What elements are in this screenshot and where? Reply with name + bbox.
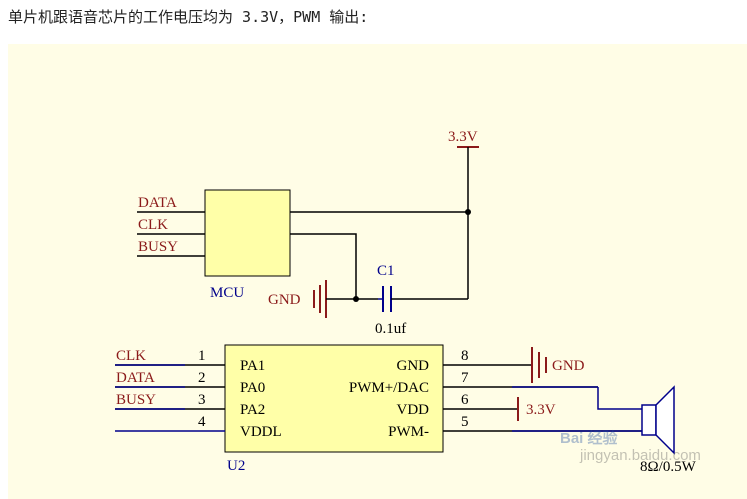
pin-number: 3 [198,392,206,408]
gnd-label: GND [268,292,301,308]
pin-name: PWM+/DAC [349,380,429,396]
caption: 单片机跟语音芯片的工作电压均为 3.3V，PWM 输出: [8,8,369,26]
pin-number: 7 [461,370,469,386]
net-label-mcu-busy: BUSY [138,239,178,255]
pin-name: VDD [397,402,430,418]
net-label-u2-clk: CLK [116,348,146,364]
pin-name: GND [397,358,430,374]
pin-number: 6 [461,392,469,408]
pin-number: 1 [198,348,206,364]
pin-name: PA0 [240,380,265,396]
pin-name: PA1 [240,358,265,374]
pin-number: 8 [461,348,469,364]
speaker-cone [655,385,675,455]
u2-ref: U2 [227,458,245,474]
pin-number: 5 [461,414,469,430]
speaker-rating: 8Ω/0.5W [640,459,697,475]
watermark: Bai 经验 jingyan.baidu.com [560,429,701,464]
net-label-mcu-data: DATA [138,195,177,211]
junction-gnd [353,296,359,302]
net-label-u2-data: DATA [116,370,155,386]
pin-name: VDDL [240,424,282,440]
u2-body [224,344,444,453]
mcu-ref: MCU [210,285,244,301]
pin-name: PA2 [240,402,265,418]
watermark-url: jingyan.baidu.com [579,447,701,464]
speaker-body [641,404,657,436]
mcu-body [204,189,291,277]
u2-gnd-label: GND [552,358,585,374]
capacitor-ref: C1 [377,263,395,279]
watermark-brand: Bai 经验 [560,429,619,447]
wire-mcu-gnd [290,233,357,299]
net-label-mcu-clk: CLK [138,217,168,233]
net-label-u2-busy: BUSY [116,392,156,408]
vcc-label: 3.3V [448,129,478,145]
pin-number: 4 [198,414,206,430]
u2-vdd-label: 3.3V [526,402,556,418]
capacitor-value: 0.1uf [375,321,406,337]
wire-speaker-plus [597,387,642,410]
pin-number: 2 [198,370,206,386]
pin-name: PWM- [388,424,429,440]
junction-vcc [465,209,471,215]
